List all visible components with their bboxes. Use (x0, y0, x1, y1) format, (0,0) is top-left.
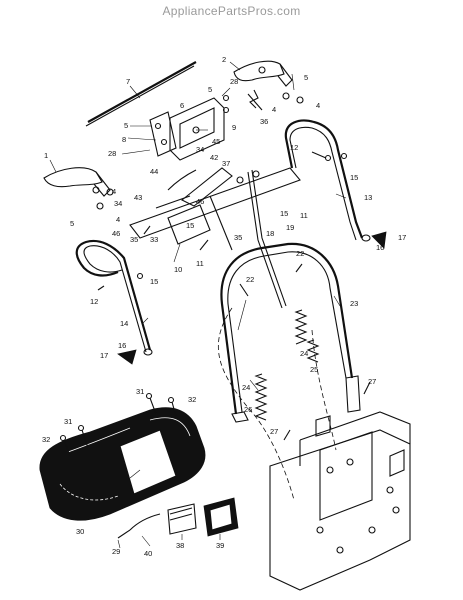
callout-11: 11 (300, 211, 308, 220)
callout-39: 39 (216, 541, 224, 550)
callout-18: 18 (266, 229, 274, 238)
part-rod (85, 61, 197, 127)
callout-40: 40 (144, 549, 152, 558)
callout-34: 34 (196, 145, 204, 154)
callout-5: 5 (124, 121, 128, 130)
callout-25: 25 (310, 365, 318, 374)
part-knob-left (117, 349, 137, 365)
part-frame (269, 411, 411, 591)
callout-12: 12 (290, 143, 298, 152)
callout-27: 27 (368, 377, 376, 386)
callout-37: 37 (222, 159, 230, 168)
callout-5: 5 (70, 219, 74, 228)
callout-17: 17 (398, 233, 406, 242)
callout-31: 31 (136, 387, 144, 396)
part-headlight-lens (203, 497, 239, 537)
part-right-lever (233, 60, 293, 87)
callout-38: 38 (176, 541, 184, 550)
callout-7: 7 (126, 77, 130, 86)
part-small-hardware (92, 66, 371, 441)
callout-32: 32 (188, 395, 196, 404)
callout-9: 9 (232, 123, 236, 132)
callout-16: 16 (376, 243, 384, 252)
part-console-housing (39, 407, 206, 521)
callout-22: 22 (246, 275, 254, 284)
callout-31: 31 (64, 417, 72, 426)
callout-22: 22 (296, 249, 304, 258)
part-spring-right (294, 309, 308, 345)
part-spring-short (306, 339, 320, 363)
part-left-lever (43, 167, 111, 197)
callout-4: 4 (272, 105, 276, 114)
callout-29: 29 (112, 547, 120, 556)
callout-10: 10 (174, 265, 182, 274)
part-control-bar (129, 167, 301, 245)
part-washers (143, 234, 371, 356)
part-spring-left (254, 373, 268, 421)
watermark: AppliancePartsPros.com (162, 4, 301, 18)
callout-14: 14 (120, 319, 128, 328)
callout-28: 28 (230, 77, 238, 86)
callout-30: 30 (76, 527, 84, 536)
part-upper-handle-left (75, 239, 152, 353)
callout-8: 8 (122, 135, 126, 144)
callout-4: 4 (116, 215, 120, 224)
callout-17: 17 (100, 351, 108, 360)
callout-26: 26 (244, 405, 252, 414)
callout-4: 4 (316, 101, 320, 110)
callout-12: 12 (90, 297, 98, 306)
callout-46: 46 (112, 229, 120, 238)
callout-15: 15 (186, 221, 194, 230)
part-upper-handle-right (284, 119, 364, 241)
callout-4: 4 (112, 187, 116, 196)
callout-27: 27 (270, 427, 278, 436)
part-shift-rods (209, 169, 287, 309)
callout-33: 33 (150, 235, 158, 244)
callout-35: 35 (130, 235, 138, 244)
part-headlight (167, 503, 197, 535)
part-mid-bracket (149, 97, 225, 161)
callout-13: 13 (364, 193, 372, 202)
callout-45: 45 (212, 137, 220, 146)
callout-24: 24 (300, 349, 308, 358)
callout-36: 36 (260, 117, 268, 126)
callout-15: 15 (280, 209, 288, 218)
part-wire-harness (117, 513, 161, 539)
part-bolts-console (59, 392, 177, 457)
callout-5: 5 (208, 85, 212, 94)
callout-34: 34 (114, 199, 122, 208)
callout-1: 1 (44, 151, 48, 160)
callout-15: 15 (350, 173, 358, 182)
callout-23: 23 (350, 299, 358, 308)
callout-2: 2 (222, 55, 226, 64)
callout-24: 24 (242, 383, 250, 392)
callout-labels: 1 2 4 4 4 4 5 5 5 5 6 7 8 9 10 11 11 12 … (42, 55, 406, 558)
cable-path (218, 307, 337, 501)
callout-5: 5 (304, 73, 308, 82)
callout-15: 15 (150, 277, 158, 286)
callout-28: 28 (108, 149, 116, 158)
callout-11: 11 (196, 259, 204, 268)
callout-46: 46 (196, 197, 204, 206)
callout-16: 16 (118, 341, 126, 350)
callout-6: 6 (180, 101, 184, 110)
leader-lines (49, 61, 347, 549)
callout-43: 43 (134, 193, 142, 202)
callout-32: 32 (42, 435, 50, 444)
callout-42: 42 (210, 153, 218, 162)
part-knob-right (371, 231, 387, 249)
callout-44: 44 (150, 167, 158, 176)
callout-19: 19 (286, 223, 294, 232)
part-lower-handle (220, 242, 361, 423)
callout-35: 35 (234, 233, 242, 242)
